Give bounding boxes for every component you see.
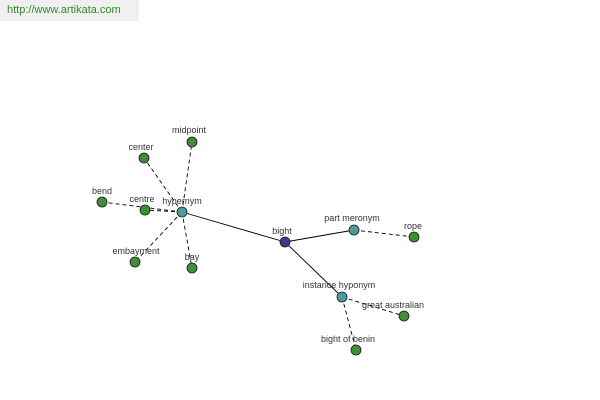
- node-label-bend[interactable]: bend: [92, 186, 112, 196]
- node-label-part-meronym[interactable]: part meronym: [324, 213, 380, 223]
- node-bend[interactable]: [96, 196, 108, 208]
- edge-hypernym-to-midpoint: [181, 141, 193, 213]
- node-label-center[interactable]: center: [128, 142, 153, 152]
- node-instance-hyponym[interactable]: [336, 291, 348, 303]
- edge-hypernym-to-embayment: [134, 211, 183, 263]
- node-bight-of-benin[interactable]: [350, 344, 362, 356]
- node-part-meronym[interactable]: [348, 224, 360, 236]
- node-label-hypernym[interactable]: hypernym: [162, 196, 202, 206]
- node-embayment[interactable]: [129, 256, 141, 268]
- node-center[interactable]: [138, 152, 150, 164]
- node-label-midpoint[interactable]: midpoint: [172, 125, 207, 135]
- node-label-bight[interactable]: bight: [272, 226, 292, 236]
- url-banner[interactable]: http://www.artikata.com: [0, 0, 139, 21]
- node-rope[interactable]: [408, 231, 420, 243]
- nodes-layer: [96, 136, 420, 356]
- node-label-rope[interactable]: rope: [404, 221, 422, 231]
- node-bay[interactable]: [186, 262, 198, 274]
- node-label-centre[interactable]: centre: [129, 194, 154, 204]
- edges-layer: [101, 141, 415, 351]
- edge-bight-to-part-meronym: [284, 229, 355, 243]
- node-great-australian[interactable]: [398, 310, 410, 322]
- node-label-embayment[interactable]: embayment: [112, 246, 160, 256]
- edge-hypernym-to-bay: [181, 211, 193, 269]
- node-label-bay[interactable]: bay: [185, 252, 200, 262]
- edge-instance-hyponym-to-great-australian: [341, 296, 405, 317]
- node-hypernym[interactable]: [176, 206, 188, 218]
- node-label-instance-hyponym[interactable]: instance hyponym: [303, 280, 376, 290]
- node-label-great-australian[interactable]: great australian: [362, 300, 424, 310]
- node-bight[interactable]: [279, 236, 291, 248]
- node-centre[interactable]: [139, 204, 151, 216]
- edge-bight-to-hypernym: [181, 211, 286, 243]
- edge-hypernym-to-centre: [144, 209, 183, 213]
- node-midpoint[interactable]: [186, 136, 198, 148]
- edge-part-meronym-to-rope: [353, 229, 415, 238]
- edge-instance-hyponym-to-bight-of-benin: [341, 296, 357, 351]
- labels-layer: bight hypernym part meronym instance hypony…: [92, 125, 424, 344]
- edge-bight-to-instance-hyponym: [284, 241, 343, 298]
- node-label-bight-of-benin[interactable]: bight of benin: [321, 334, 375, 344]
